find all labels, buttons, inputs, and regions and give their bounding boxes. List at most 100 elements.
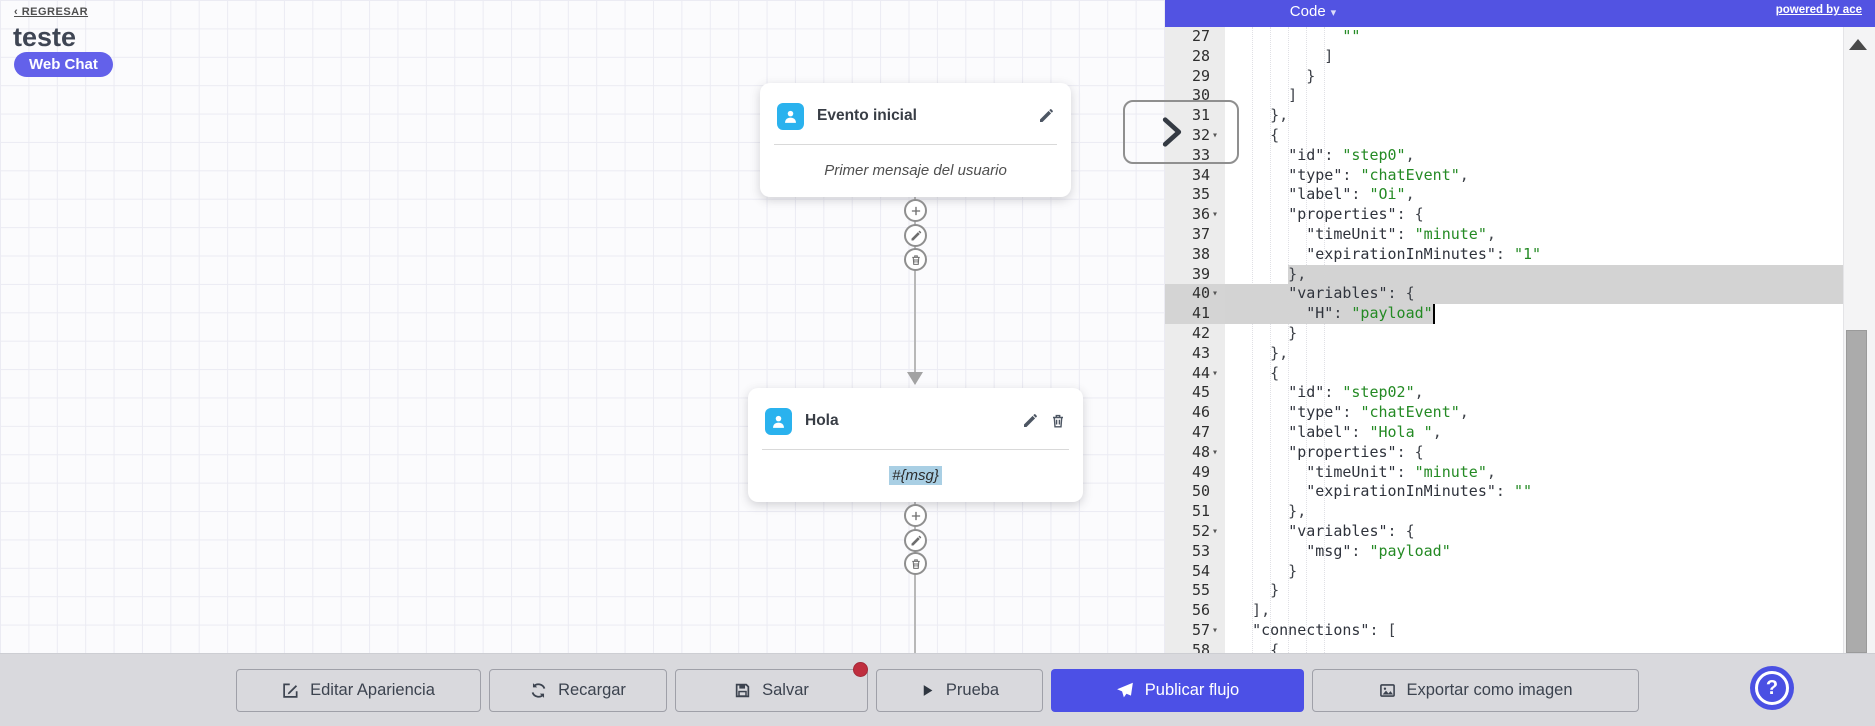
fold-arrow-icon[interactable]: ▾ bbox=[1212, 209, 1219, 221]
code-line[interactable]: "variables": { bbox=[1288, 521, 1415, 540]
delete-connection-button[interactable] bbox=[904, 248, 927, 271]
scrollbar-thumb[interactable] bbox=[1846, 330, 1867, 653]
gutter-line-number[interactable]: 33 bbox=[1191, 145, 1210, 164]
fold-arrow-icon[interactable]: ▾ bbox=[1212, 367, 1219, 379]
trash-icon[interactable] bbox=[1050, 413, 1066, 429]
code-line[interactable]: "type": "chatEvent", bbox=[1288, 165, 1469, 184]
publish-flow-button[interactable]: Publicar flujo bbox=[1051, 668, 1304, 712]
save-button[interactable]: Salvar bbox=[675, 661, 868, 712]
gutter-line-number[interactable]: 52▾ bbox=[1165, 522, 1225, 542]
add-step-button[interactable] bbox=[904, 504, 927, 527]
code-line[interactable]: "properties": { bbox=[1288, 442, 1424, 461]
add-step-button[interactable] bbox=[904, 199, 927, 222]
edit-connection-button[interactable] bbox=[904, 224, 927, 247]
export-image-button[interactable]: Exportar como imagen bbox=[1312, 668, 1639, 712]
edit-icon[interactable] bbox=[1022, 413, 1038, 429]
gutter-line-number[interactable]: 42 bbox=[1191, 323, 1210, 342]
code-line[interactable]: } bbox=[1234, 561, 1298, 580]
node-evento-inicial[interactable]: Evento inicial Primer mensaje del usuari… bbox=[760, 83, 1071, 197]
code-line[interactable]: "variables": { bbox=[1288, 284, 1415, 303]
code-line[interactable]: { bbox=[1234, 640, 1280, 653]
gutter-line-number[interactable]: 30 bbox=[1191, 86, 1210, 105]
node-title: Evento inicial bbox=[817, 107, 917, 124]
scroll-up-arrow-icon[interactable] bbox=[1849, 39, 1867, 50]
fold-arrow-icon[interactable]: ▾ bbox=[1212, 525, 1219, 537]
gutter-line-number[interactable]: 31 bbox=[1191, 106, 1210, 125]
gutter-line-number[interactable]: 35 bbox=[1191, 185, 1210, 204]
back-link[interactable]: ‹ REGRESAR bbox=[14, 6, 89, 18]
powered-by-ace-link[interactable]: powered by ace bbox=[1775, 4, 1862, 16]
collapse-code-panel-button[interactable] bbox=[1123, 100, 1239, 164]
code-line[interactable]: "type": "chatEvent", bbox=[1288, 403, 1469, 422]
code-line[interactable]: { bbox=[1234, 125, 1280, 144]
code-line[interactable]: } bbox=[1234, 66, 1316, 85]
gutter-line-number[interactable]: 40▾ bbox=[1165, 284, 1225, 305]
gutter-line-number[interactable]: 32▾ bbox=[1165, 126, 1225, 146]
gutter-line-number[interactable]: 48▾ bbox=[1165, 443, 1225, 463]
code-line[interactable]: { bbox=[1234, 363, 1280, 382]
gutter-line-number[interactable]: 54 bbox=[1191, 561, 1210, 580]
code-line[interactable]: "label": "Oi", bbox=[1288, 185, 1415, 204]
gutter-line-number[interactable]: 43 bbox=[1191, 343, 1210, 362]
gutter-line-number[interactable]: 37 bbox=[1191, 224, 1210, 243]
edit-connection-button[interactable] bbox=[904, 529, 927, 552]
code-line[interactable]: }, bbox=[1234, 343, 1289, 362]
image-icon bbox=[1379, 683, 1395, 697]
gutter-line-number[interactable]: 28 bbox=[1191, 46, 1210, 65]
fold-arrow-icon[interactable]: ▾ bbox=[1212, 624, 1219, 636]
edit-icon[interactable] bbox=[1038, 108, 1054, 124]
gutter-line-number[interactable]: 47 bbox=[1191, 422, 1210, 441]
code-line[interactable]: "expirationInMinutes": "" bbox=[1306, 482, 1533, 501]
gutter-line-number[interactable]: 29 bbox=[1191, 66, 1210, 85]
help-button[interactable]: ? bbox=[1750, 666, 1794, 710]
code-line[interactable]: "" bbox=[1342, 27, 1361, 45]
test-button[interactable]: Prueba bbox=[876, 668, 1043, 712]
gutter-line-number[interactable]: 38 bbox=[1191, 244, 1210, 263]
fold-arrow-icon[interactable]: ▾ bbox=[1212, 446, 1219, 458]
gutter-line-number[interactable]: 44▾ bbox=[1165, 364, 1225, 384]
code-line[interactable]: "expirationInMinutes": "1" bbox=[1306, 244, 1542, 263]
code-line[interactable]: "msg": "payload" bbox=[1306, 541, 1451, 560]
edit-appearance-button[interactable]: Editar Apariencia bbox=[236, 668, 481, 712]
code-line[interactable]: "timeUnit": "minute", bbox=[1306, 462, 1496, 481]
gutter-line-number[interactable]: 55 bbox=[1191, 581, 1210, 600]
code-line[interactable]: "timeUnit": "minute", bbox=[1306, 224, 1496, 243]
gutter-line-number[interactable]: 34 bbox=[1191, 165, 1210, 184]
reload-button[interactable]: Recargar bbox=[489, 668, 667, 712]
code-line[interactable]: "H": "payload" bbox=[1306, 304, 1433, 323]
fold-arrow-icon[interactable]: ▾ bbox=[1212, 288, 1219, 300]
code-line[interactable]: ], bbox=[1234, 601, 1271, 620]
code-line[interactable]: "connections": [ bbox=[1252, 620, 1397, 639]
editor-scrollbar[interactable] bbox=[1843, 27, 1875, 653]
fold-arrow-icon[interactable]: ▾ bbox=[1212, 129, 1219, 141]
gutter-line-number[interactable]: 49 bbox=[1191, 462, 1210, 481]
code-line[interactable]: } bbox=[1234, 323, 1298, 342]
code-line[interactable]: "id": "step0", bbox=[1288, 145, 1415, 164]
gutter-line-number[interactable]: 53 bbox=[1191, 541, 1210, 560]
code-line[interactable]: "label": "Hola ", bbox=[1288, 422, 1442, 441]
code-line[interactable]: } bbox=[1234, 581, 1280, 600]
gutter-line-number[interactable]: 58 bbox=[1191, 640, 1210, 653]
gutter-line-number[interactable]: 46 bbox=[1191, 403, 1210, 422]
code-mode-dropdown[interactable]: Code▾ bbox=[1289, 3, 1337, 20]
code-line[interactable]: "id": "step02", bbox=[1288, 383, 1424, 402]
gutter-line-number[interactable]: 39 bbox=[1191, 264, 1210, 283]
gutter-line-number[interactable]: 50 bbox=[1191, 482, 1210, 501]
gutter-line-number[interactable]: 51 bbox=[1191, 502, 1210, 521]
gutter-line-number[interactable]: 41 bbox=[1165, 304, 1225, 324]
gutter-line-number[interactable]: 45 bbox=[1191, 383, 1210, 402]
node-hola[interactable]: Hola #{msg} bbox=[748, 388, 1083, 502]
code-line[interactable]: "properties": { bbox=[1288, 205, 1424, 224]
gutter-line-number[interactable]: 56 bbox=[1191, 601, 1210, 620]
gutter-line-number[interactable]: 57▾ bbox=[1165, 621, 1225, 641]
text-cursor bbox=[1432, 304, 1435, 324]
code-line[interactable]: ] bbox=[1234, 46, 1334, 65]
gutter-line-number[interactable]: 36▾ bbox=[1165, 205, 1225, 225]
code-line[interactable]: ] bbox=[1234, 86, 1298, 105]
code-line[interactable]: }, bbox=[1234, 502, 1307, 521]
code-line[interactable]: }, bbox=[1234, 106, 1289, 125]
gutter-line-number[interactable]: 27 bbox=[1191, 27, 1210, 45]
code-line[interactable]: }, bbox=[1234, 264, 1307, 283]
delete-connection-button[interactable] bbox=[904, 552, 927, 575]
